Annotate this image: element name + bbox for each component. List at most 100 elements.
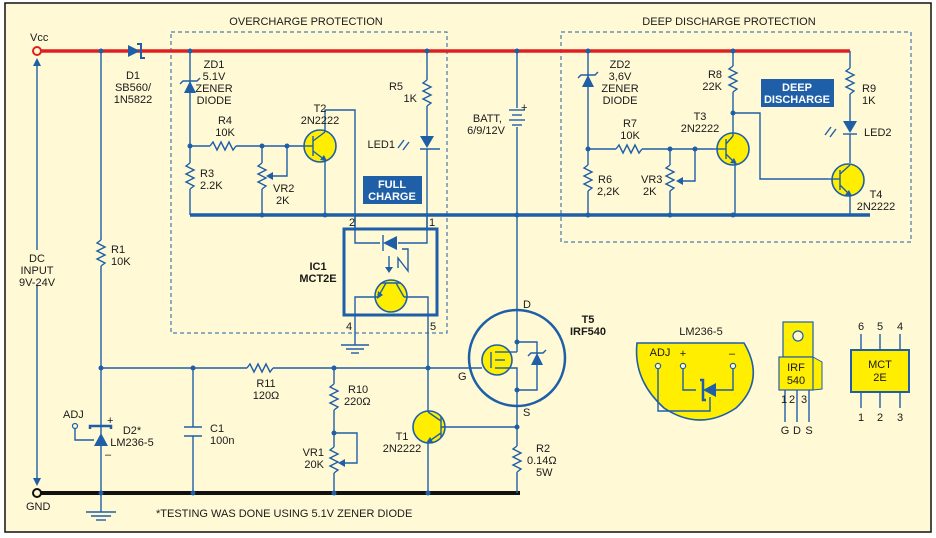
zd2-zener-icon [582,75,594,87]
svg-text:CHARGE: CHARGE [368,191,416,203]
svg-text:2: 2 [877,412,883,424]
svg-text:DIODE: DIODE [197,95,232,107]
svg-text:R3: R3 [200,168,214,180]
svg-text:1: 1 [781,394,787,406]
svg-text:VR2: VR2 [273,183,294,195]
overcharge-section-box [170,31,448,334]
svg-text:2N2222: 2N2222 [383,443,422,455]
lm236-pinout: LM236-5 ADJ + – [635,326,755,421]
svg-text:D: D [523,299,531,311]
svg-text:10K: 10K [111,256,131,268]
footnote: *TESTING WAS DONE USING 5.1V ZENER DIODE [156,508,412,520]
r3-resistor [184,162,196,190]
vcc-label: Vcc [30,32,49,44]
r11-resistor [246,362,274,374]
svg-text:MCT2E: MCT2E [299,273,336,285]
svg-text:4: 4 [897,321,903,333]
gnd-label: GND [26,501,51,513]
svg-text:R8: R8 [708,69,722,81]
svg-text:ZD1: ZD1 [204,59,225,71]
svg-text:5.1V: 5.1V [203,71,226,83]
svg-text:T1: T1 [396,431,409,443]
svg-text:20K: 20K [304,459,324,471]
svg-text:MCT: MCT [868,359,892,371]
svg-text:1K: 1K [404,93,418,105]
dc-input-label-1: DC [29,253,45,265]
r8-resistor [727,65,739,93]
d1-schottky-diode-icon [128,45,140,57]
svg-text:DEEP: DEEP [782,82,812,94]
irf540-pinout: IRF 540 1 2 3 G D S [778,321,823,437]
gnd-terminal[interactable] [32,488,42,498]
r5-resistor [421,79,433,107]
vr2-potentiometer [256,162,268,190]
svg-text:D2*: D2* [123,425,142,437]
vcc-terminal[interactable] [32,46,42,56]
svg-text:R9: R9 [862,83,876,95]
svg-text:R4: R4 [218,115,232,127]
svg-text:R6: R6 [598,174,612,186]
mct2e-pinout: 6 5 4 MCT 2E 1 2 3 [850,321,910,424]
svg-text:2: 2 [789,394,795,406]
svg-text:S: S [523,407,530,419]
r4-resistor [209,140,237,152]
svg-text:3: 3 [801,394,807,406]
svg-text:5W: 5W [536,467,553,479]
svg-text:220Ω: 220Ω [344,396,371,408]
svg-text:2N2222: 2N2222 [681,123,720,135]
svg-text:IRF: IRF [787,362,805,374]
arrow-down-icon [33,478,41,486]
r10-resistor [328,383,340,411]
svg-text:3,6V: 3,6V [609,71,632,83]
svg-text:SB560/: SB560/ [115,82,152,94]
svg-text:DISCHARGE: DISCHARGE [764,94,830,106]
dc-input-label-2: INPUT [21,265,54,277]
svg-text:+: + [521,102,527,114]
svg-text:4: 4 [346,321,352,333]
dc-input-label-3: 9V-24V [19,277,56,289]
full-charge-badge [363,176,422,204]
svg-text:10K: 10K [215,127,235,139]
d2-reference-diode-icon [94,433,108,446]
svg-text:DIODE: DIODE [603,95,638,107]
svg-text:G: G [458,371,467,383]
svg-text:D1: D1 [126,70,140,82]
svg-text:R7: R7 [623,118,637,130]
svg-text:2K: 2K [643,186,657,198]
svg-text:R11: R11 [256,378,275,390]
svg-text:+: + [107,415,113,427]
r7-resistor [615,143,643,155]
svg-text:3: 3 [897,412,903,424]
svg-text:100n: 100n [210,435,234,447]
svg-text:1K: 1K [862,95,876,107]
svg-text:2K: 2K [276,195,290,207]
svg-text:ZENER: ZENER [601,83,638,95]
svg-text:R2: R2 [536,443,550,455]
vr1-potentiometer [328,446,340,474]
r9-resistor [844,67,856,95]
svg-text:IC1: IC1 [309,261,326,273]
svg-text:T3: T3 [694,111,707,123]
svg-text:1N5822: 1N5822 [114,94,153,106]
svg-text:540: 540 [787,375,805,387]
svg-text:2,2K: 2,2K [597,186,620,198]
svg-text:FULL: FULL [378,179,406,191]
overcharge-section-title: OVERCHARGE PROTECTION [229,16,382,28]
battery-label: BATT, [473,113,502,125]
svg-text:6/9/12V: 6/9/12V [467,125,506,137]
svg-text:LM236-5: LM236-5 [110,437,153,449]
svg-text:LED1: LED1 [367,139,395,151]
svg-text:2E: 2E [873,372,886,384]
svg-text:S: S [805,425,812,437]
t1-transistor [412,410,446,444]
svg-text:0.14Ω: 0.14Ω [527,455,557,467]
vr3-potentiometer [664,164,676,192]
svg-text:G: G [781,425,790,437]
svg-text:T2: T2 [314,103,327,115]
svg-text:22K: 22K [702,81,722,93]
deep-discharge-badge [761,79,834,107]
svg-text:2N2222: 2N2222 [857,201,896,213]
r1-resistor [95,239,107,267]
svg-text:R10: R10 [348,384,368,396]
